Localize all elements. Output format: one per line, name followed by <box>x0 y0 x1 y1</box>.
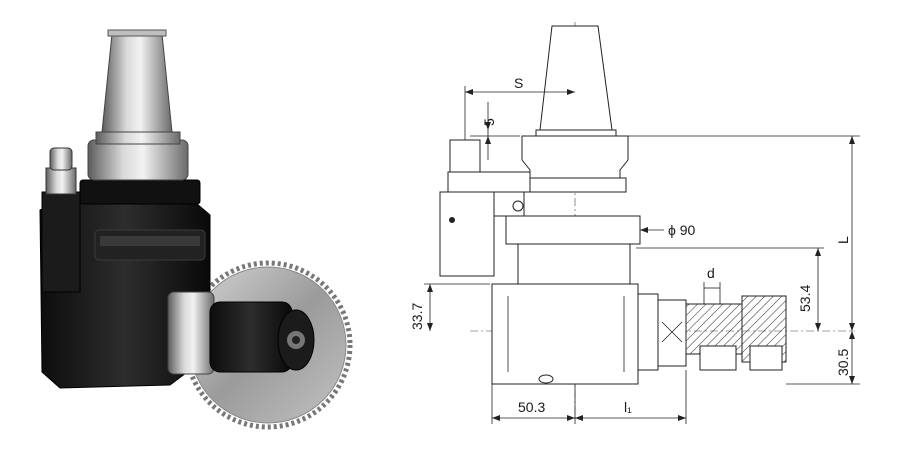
dim-50-3: 50.3 <box>491 384 576 424</box>
dim-5: 5 <box>470 102 520 160</box>
label-d: d <box>707 265 715 281</box>
body-upper <box>505 215 641 245</box>
dim-30-5: 30.5 <box>786 331 860 385</box>
technical-drawing: S 5 ϕ 90 L 53.4 <box>409 22 860 424</box>
label-L: L <box>835 236 851 244</box>
spindle-housing <box>637 293 659 371</box>
dim-phi90: ϕ 90 <box>640 222 696 238</box>
label-50-3: 50.3 <box>518 399 545 415</box>
dim-l1: l₁ <box>575 370 687 424</box>
arbor-section <box>685 295 787 371</box>
label-5: 5 <box>481 118 497 126</box>
dim-L: L <box>618 135 860 331</box>
label-l1: l₁ <box>624 399 632 415</box>
dim-d: d <box>703 265 721 304</box>
body-lower <box>491 283 639 385</box>
label-30-5: 30.5 <box>835 349 851 376</box>
dim-53-4: 53.4 <box>636 247 824 331</box>
spindle-collet-image <box>167 291 315 375</box>
taper-shank-image <box>79 29 201 205</box>
angle-head-photo <box>39 29 353 430</box>
flange-outline <box>521 135 629 179</box>
label-S: S <box>514 75 523 91</box>
label-53-4: 53.4 <box>797 285 813 312</box>
dim-33-7: 33.7 <box>409 283 490 331</box>
label-33-7: 33.7 <box>409 303 425 330</box>
dim-S: S <box>464 75 575 140</box>
stop-arm <box>447 171 531 193</box>
label-phi90: ϕ 90 <box>668 222 696 238</box>
stop-block <box>439 191 495 277</box>
taper-base <box>535 129 617 137</box>
taper-outline <box>539 25 613 131</box>
stop-block-image <box>41 147 81 293</box>
